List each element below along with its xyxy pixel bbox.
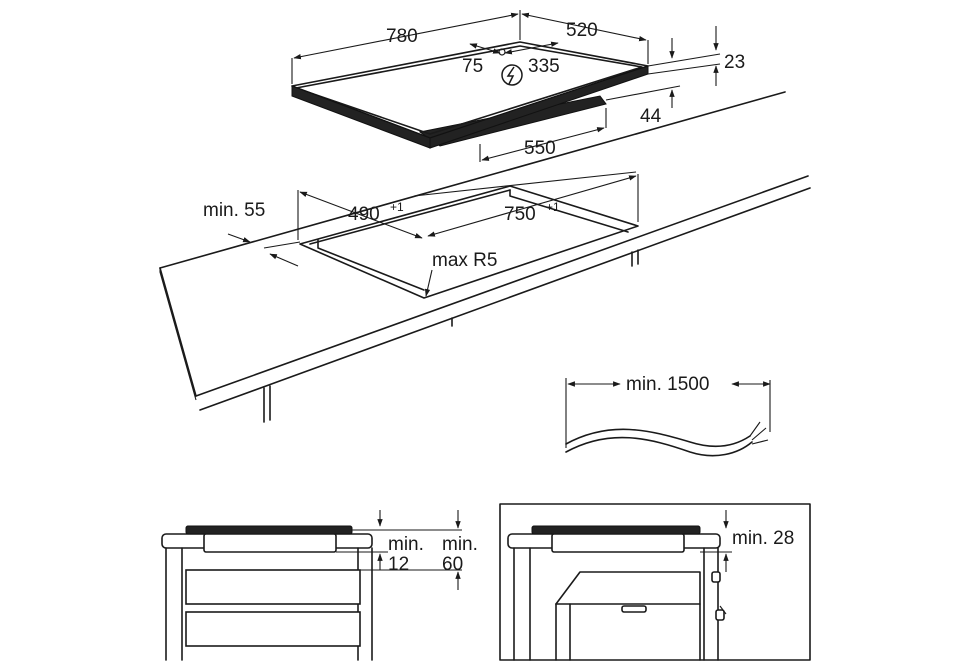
cabinet-section-drawers: min. 12 min. 60: [161, 510, 478, 661]
label-corner-radius: max R5: [432, 250, 497, 271]
label-cutout-depth-tolerance: +1: [390, 200, 404, 214]
label-box-width: 550: [524, 138, 556, 159]
label-cutout-width-tolerance: +1: [546, 200, 560, 214]
dimension-hob-width: 780: [291, 10, 521, 84]
cabinet-section-oven: min. 28: [499, 503, 811, 661]
power-cable: min. 1500: [565, 374, 771, 457]
label-hob-width: 780: [386, 26, 418, 47]
label-box-height: 44: [640, 106, 662, 127]
label-clearance-a-line2: 12: [388, 554, 409, 575]
label-cable-length: min. 1500: [626, 374, 709, 395]
label-clearance-oven: min. 28: [732, 528, 794, 549]
label-hob-thickness: 23: [724, 52, 745, 73]
label-min-edge: min. 55: [203, 200, 265, 221]
electrical-connection-icon: [501, 64, 523, 86]
dimension-cutout-depth: 490 +1: [297, 190, 423, 240]
label-clearance-a-line1: min.: [388, 534, 424, 555]
label-cutout-width: 750: [504, 204, 536, 225]
dimension-box-height: 44: [605, 85, 681, 128]
label-cutout-depth: 490: [348, 204, 380, 225]
label-clearance-b-line1: min.: [442, 534, 478, 555]
dimension-hob-thickness: 23: [647, 26, 745, 86]
dimension-min-edge: min. 55: [203, 200, 301, 267]
label-clearance-b-line2: 60: [442, 554, 463, 575]
worktop-cutout: [299, 185, 639, 299]
dimension-connection-offset: 75 335: [462, 41, 560, 77]
label-connection-offset-left: 75: [462, 56, 483, 77]
dimension-box-width: 550: [479, 127, 605, 162]
dimension-cutout-width: 750 +1: [413, 171, 639, 237]
dimension-corner-radius: max R5: [424, 250, 497, 297]
label-connection-offset-right: 335: [528, 56, 560, 77]
dimension-hob-depth: 520: [521, 12, 649, 64]
label-hob-depth: 520: [566, 20, 598, 41]
